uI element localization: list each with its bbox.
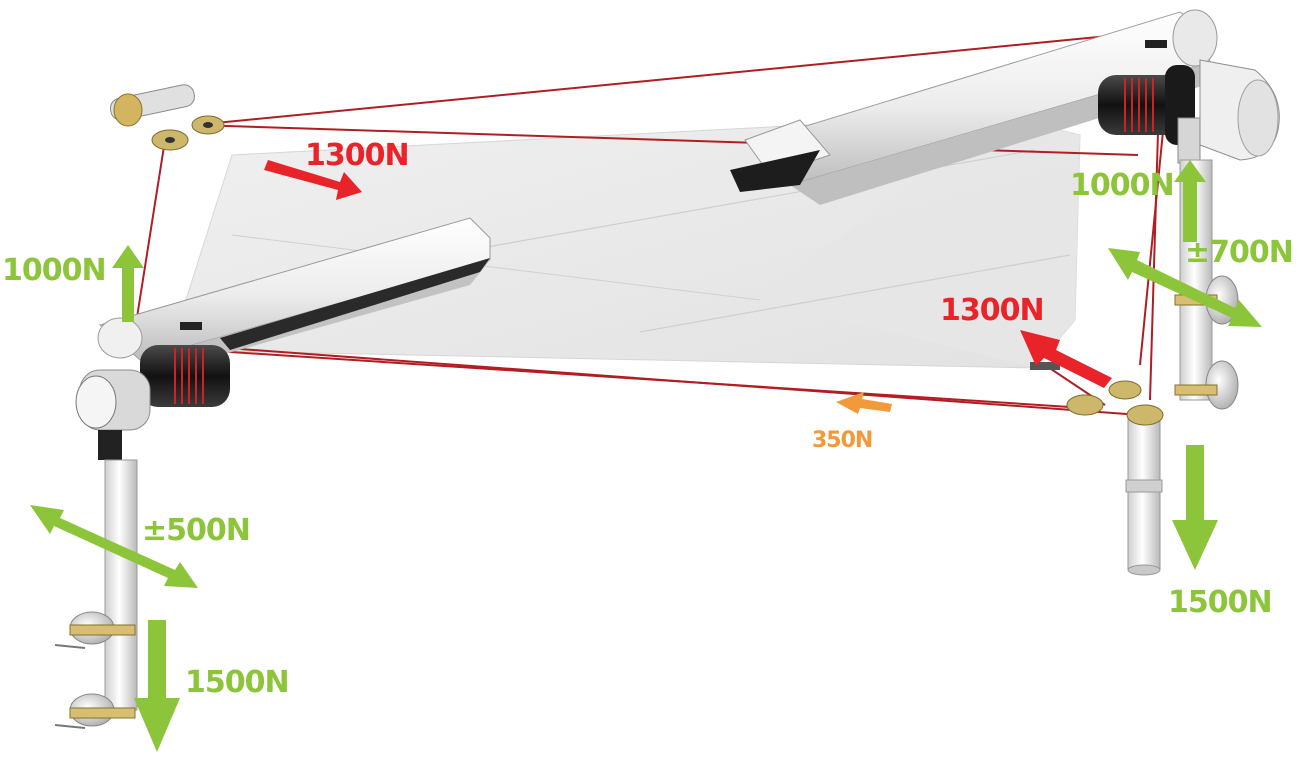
left-arm-tube — [97, 217, 491, 375]
force-arrow-top-left — [264, 160, 362, 200]
label-left-uplift: 1000N — [2, 253, 106, 288]
label-bottom-cable: 350N — [812, 428, 872, 453]
arrow-down-icon — [1172, 445, 1218, 570]
label-left-lateral: ±500N — [142, 513, 250, 548]
arrow-up-icon — [1174, 160, 1206, 242]
force-arrow-right-down — [1172, 445, 1218, 570]
label-right-uplift: 1000N — [1070, 168, 1174, 203]
force-arrow-left-lateral — [30, 505, 198, 588]
arrow-diagonal-icon — [1020, 330, 1112, 388]
arrow-down-icon — [134, 620, 180, 752]
right-lower-post — [1125, 411, 1163, 576]
top-left-pulley — [109, 84, 225, 151]
double-arrow-icon — [1108, 248, 1262, 327]
force-arrow-right-lateral — [1108, 248, 1262, 327]
left-motor-cap — [75, 369, 151, 460]
arrow-up-icon — [112, 245, 144, 322]
force-arrow-right-uplift — [1174, 160, 1206, 242]
label-right-lateral: ±700N — [1185, 235, 1293, 270]
force-arrow-left-uplift — [112, 245, 144, 322]
label-top-left-tension: 1300N — [305, 138, 409, 173]
force-arrow-left-down — [134, 620, 180, 752]
right-motor-housing — [1199, 59, 1280, 161]
label-bottom-right-tension: 1300N — [940, 293, 1044, 328]
label-right-down: 1500N — [1168, 585, 1272, 620]
left-post — [54, 459, 138, 729]
right-arm-bracket — [730, 119, 831, 192]
label-left-down: 1500N — [185, 665, 289, 700]
double-arrow-icon — [30, 505, 198, 588]
left-winch-drum — [140, 345, 230, 407]
arrow-diagonal-icon — [264, 160, 362, 200]
force-arrow-bottom-right — [1020, 330, 1112, 388]
bottom-right-pulley — [1030, 362, 1164, 426]
right-arm-joint — [1177, 117, 1201, 164]
force-arrow-bottom-cable — [836, 392, 892, 414]
arrow-left-icon — [836, 392, 892, 414]
